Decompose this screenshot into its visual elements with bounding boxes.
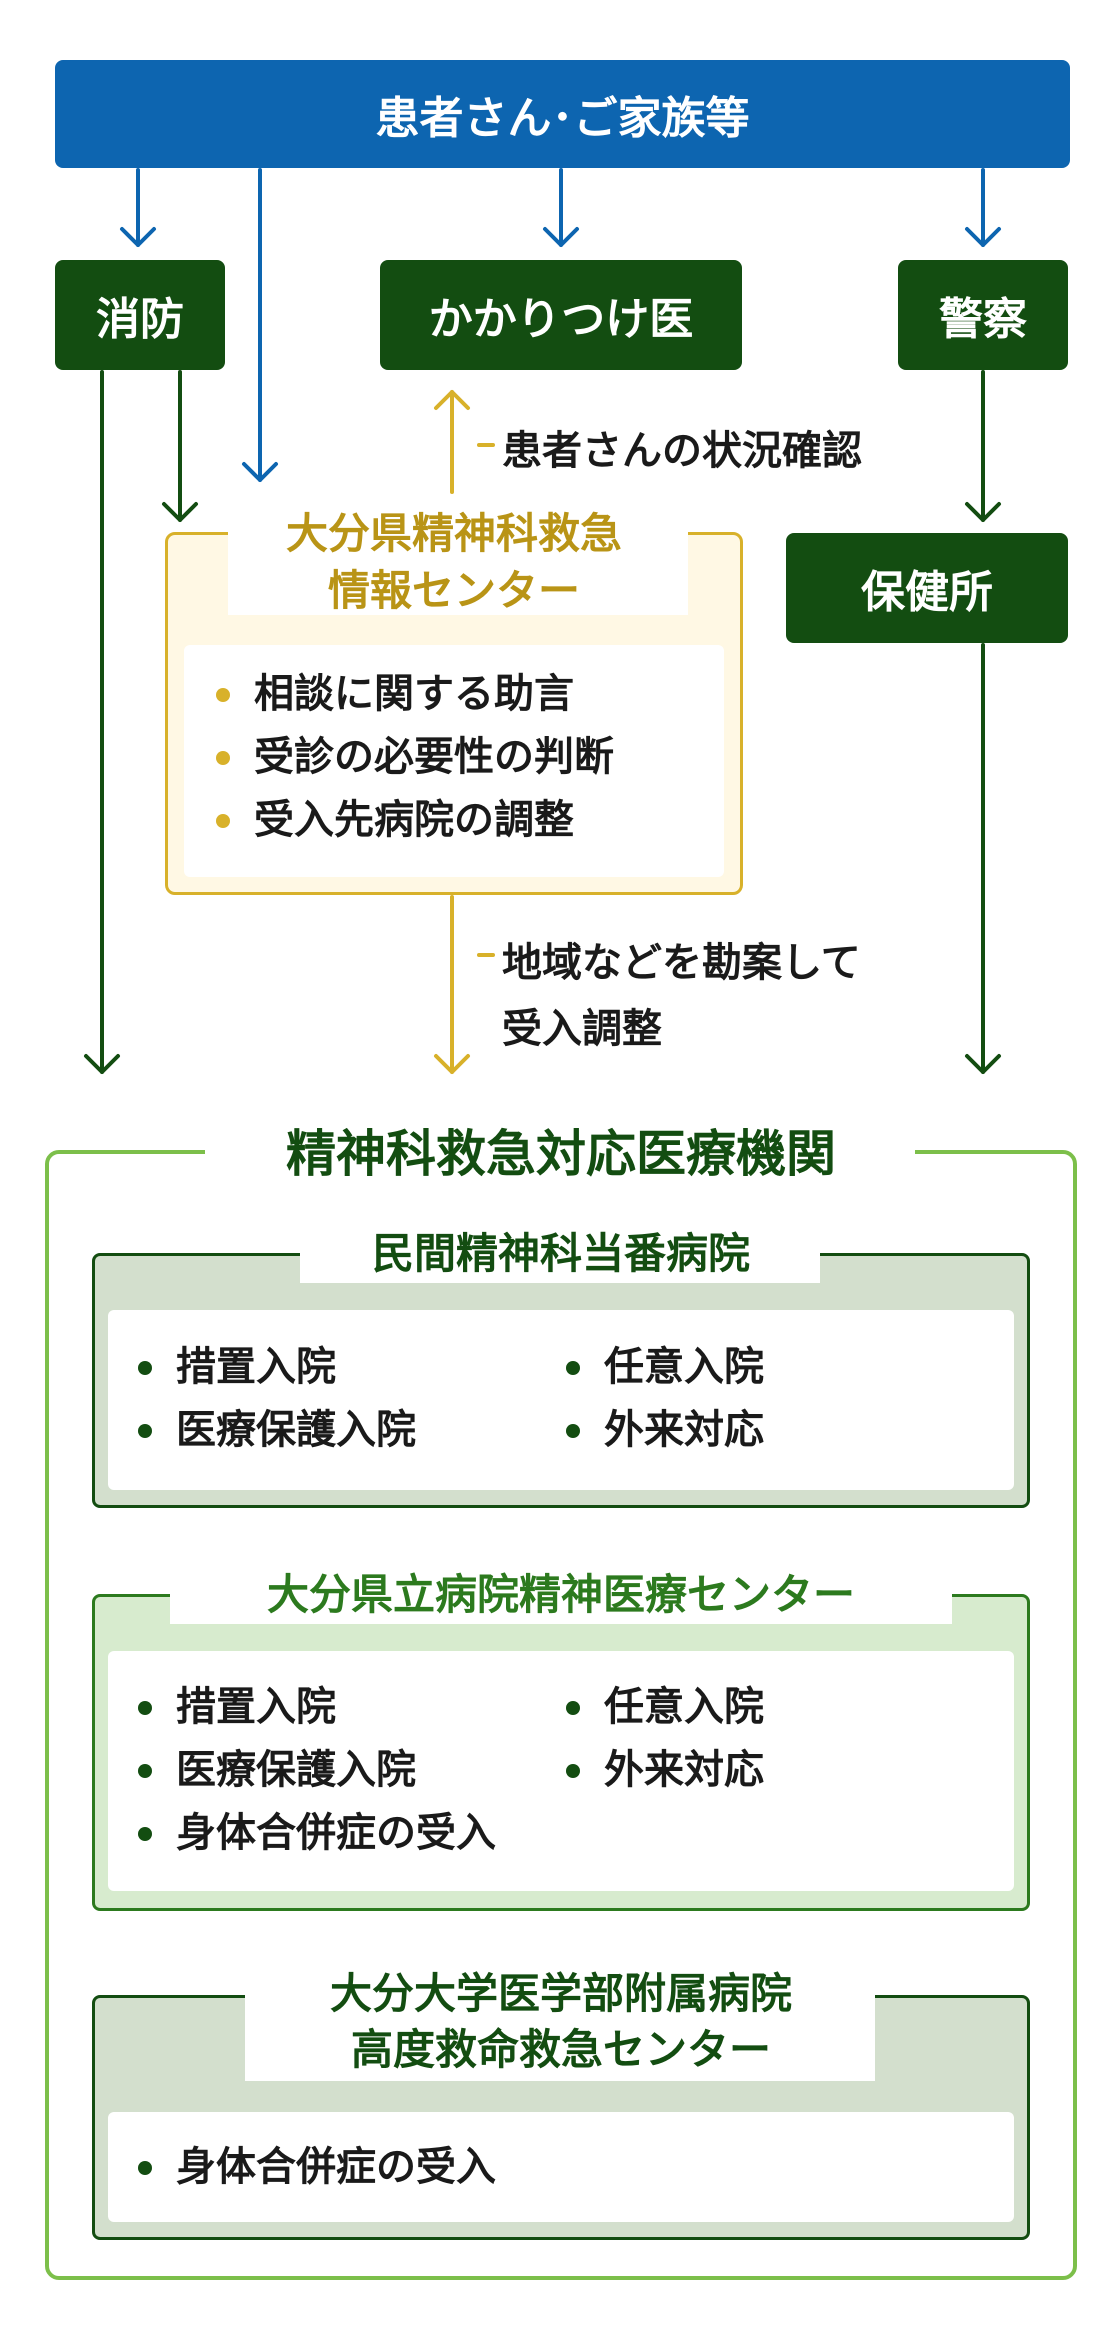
- university-hospital-title: 大分大学医学部附属病院 高度救命救急センター: [92, 1966, 1030, 2078]
- info-center-title-line1: 大分県精神科救急: [285, 509, 622, 558]
- bullet-icon: [566, 1423, 580, 1438]
- info-center-title: 大分県精神科救急 情報センター: [165, 505, 743, 619]
- green-arrows: [84, 370, 1001, 1074]
- patient-family-label: 患者さん･ご家族等: [375, 93, 750, 144]
- prefectural-hospital-title: 大分県立病院精神医療センター: [266, 1570, 855, 1619]
- family-doctor-box: かかりつけ医: [380, 260, 742, 370]
- list-item-text: 措置入院: [176, 1684, 336, 1730]
- fire-department-label: 消防: [96, 294, 184, 345]
- list-item: 受診の必要性の判断: [216, 726, 614, 789]
- prefectural-hospital-list-left: 措置入院 医療保護入院 身体合併症の受入: [138, 1676, 496, 1865]
- info-center-list: 相談に関する助言 受診の必要性の判断 受入先病院の調整: [216, 663, 614, 852]
- list-item: 身体合併症の受入: [138, 2136, 496, 2199]
- list-item: 任意入院: [566, 1336, 764, 1399]
- info-center-title-backdrop: [228, 505, 688, 615]
- list-item-text: 医療保護入院: [176, 1407, 416, 1453]
- list-item-text: 任意入院: [604, 1344, 764, 1390]
- adjustment-label-line2: 受入調整: [502, 1006, 662, 1052]
- info-center-title-line2: 情報センター: [327, 566, 580, 615]
- list-item-text: 任意入院: [604, 1684, 764, 1730]
- bullet-icon: [216, 813, 230, 828]
- prefectural-hospital-list-right: 任意入院 外来対応: [566, 1676, 764, 1802]
- list-item: 相談に関する助言: [216, 663, 614, 726]
- list-item-text: 措置入院: [176, 1344, 336, 1390]
- bullet-icon: [566, 1763, 580, 1778]
- university-hospital-list: 身体合併症の受入: [138, 2136, 496, 2199]
- list-item: 医療保護入院: [138, 1399, 416, 1462]
- bullet-icon: [138, 1360, 152, 1375]
- private-hospital-title-backdrop: [300, 1225, 820, 1283]
- university-hospital-title-backdrop: [245, 1965, 875, 2081]
- list-item: 措置入院: [138, 1676, 496, 1739]
- list-item: 外来対応: [566, 1399, 764, 1462]
- list-item-text: 受診の必要性の判断: [254, 734, 614, 780]
- police-label: 警察: [939, 294, 1027, 345]
- health-center-box: 保健所: [786, 533, 1068, 643]
- list-item-text: 外来対応: [604, 1747, 764, 1793]
- bullet-icon: [566, 1360, 580, 1375]
- patient-family-bar: 患者さん･ご家族等: [55, 60, 1070, 168]
- police-box: 警察: [898, 260, 1068, 370]
- bullet-icon: [138, 2160, 152, 2175]
- list-item-text: 身体合併症の受入: [176, 1810, 496, 1856]
- facilities-title: 精神科救急対応医療機関: [286, 1125, 836, 1183]
- bullet-icon: [566, 1700, 580, 1715]
- list-item: 措置入院: [138, 1336, 416, 1399]
- university-hospital-title-line2: 高度救命救急センター: [350, 2025, 771, 2074]
- bullet-icon: [216, 687, 230, 702]
- list-item-text: 相談に関する助言: [254, 671, 574, 717]
- adjustment-label-line1: 地域などを勘案して: [502, 940, 861, 986]
- list-item: 外来対応: [566, 1739, 764, 1802]
- fire-department-box: 消防: [55, 260, 225, 370]
- private-hospital-list-right: 任意入院 外来対応: [566, 1336, 764, 1462]
- list-item-text: 外来対応: [604, 1407, 764, 1453]
- status-check-label: 患者さんの状況確認: [502, 428, 862, 474]
- facilities-title-backdrop: [205, 1115, 915, 1185]
- university-hospital-panel: [108, 2112, 1014, 2222]
- list-item: 医療保護入院: [138, 1739, 496, 1802]
- private-hospital-title: 民間精神科当番病院: [371, 1229, 750, 1278]
- list-item: 任意入院: [566, 1676, 764, 1739]
- family-doctor-label: かかりつけ医: [428, 294, 694, 345]
- health-center-label: 保健所: [861, 567, 993, 618]
- list-item: 身体合併症の受入: [138, 1802, 496, 1865]
- prefectural-hospital-title-backdrop: [170, 1566, 952, 1624]
- list-item-text: 受入先病院の調整: [254, 797, 574, 843]
- list-item-text: 医療保護入院: [176, 1747, 416, 1793]
- bullet-icon: [138, 1423, 152, 1438]
- private-hospital-list-left: 措置入院 医療保護入院: [138, 1336, 416, 1462]
- bullet-icon: [138, 1763, 152, 1778]
- list-item: 受入先病院の調整: [216, 789, 614, 852]
- adjustment-label: 地域などを勘案して 受入調整: [502, 930, 861, 1062]
- university-hospital-title-line1: 大分大学医学部附属病院: [329, 1969, 792, 2018]
- bullet-icon: [138, 1826, 152, 1841]
- bullet-icon: [138, 1700, 152, 1715]
- private-hospital-panel: [108, 1310, 1014, 1490]
- list-item-text: 身体合併症の受入: [176, 2144, 496, 2190]
- gold-arrows: [434, 390, 495, 1074]
- prefectural-hospital-panel: [108, 1651, 1014, 1891]
- blue-arrows: [120, 168, 1001, 482]
- bullet-icon: [216, 750, 230, 765]
- info-center-panel: [184, 645, 724, 877]
